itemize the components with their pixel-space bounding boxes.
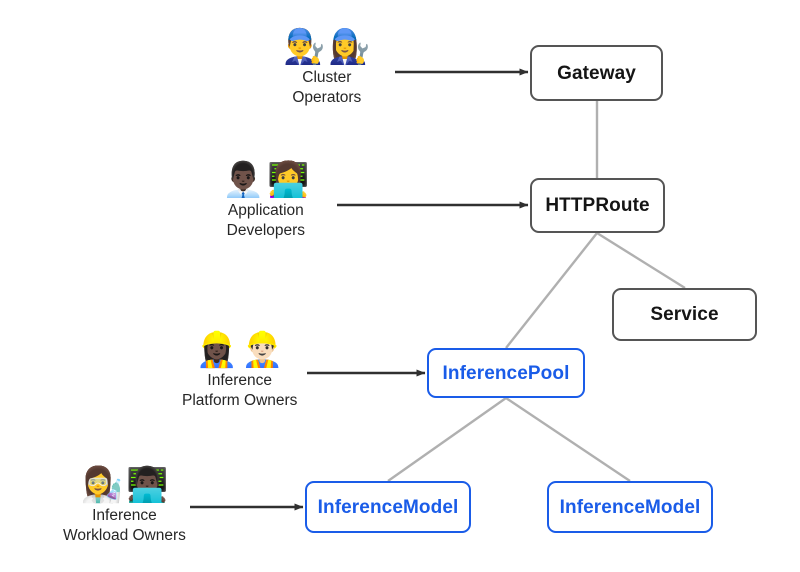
man-construction-worker-icon: 👷🏻‍♂️ [241,330,284,370]
edge-httproute-service [596,231,686,290]
node-label: Service [650,304,719,325]
persona-label-line: Developers [226,221,306,239]
node-httproute[interactable]: HTTPRoute [530,178,665,233]
persona-emoji-group: 👨🏿‍💼👩‍💻 [222,160,310,200]
woman-mechanic-icon: 👩‍🔧 [328,27,371,67]
node-label: Gateway [557,62,636,84]
node-label: InferenceModel [559,496,701,518]
persona-label-line: Inference [207,371,273,389]
edge-inferencepool-inferencemodel-2 [505,397,631,482]
persona-label-line: Application [227,201,304,219]
persona-label-line: Inference [92,506,157,524]
woman-technologist-icon: 👩‍💻 [267,160,310,200]
node-label: InferenceModel [317,496,459,518]
persona-label-line: Workload Owners [63,526,186,544]
persona-label-line: Operators [292,88,362,106]
persona-emoji-group: 👷🏿‍♀️👷🏻‍♂️ [195,330,284,370]
woman-scientist-icon: 👩‍🔬 [80,465,123,505]
persona-arrows [190,68,529,511]
persona-emoji-group: 👨‍🔧👩‍🔧 [283,27,371,67]
node-gateway[interactable]: Gateway [530,45,663,101]
woman-construction-worker-icon: 👷🏿‍♀️ [195,330,239,370]
edge-inferencepool-inferencemodel-1 [387,397,507,482]
persona-emoji-group: 👩‍🔬👨🏿‍💻 [80,465,169,505]
man-office-worker-icon: 👨🏿‍💼 [222,160,265,200]
man-technologist-icon: 👨🏿‍💻 [125,465,169,505]
node-inferencepool[interactable]: InferencePool [427,348,585,398]
node-label: InferencePool [442,362,570,384]
node-inferencemodel1[interactable]: InferenceModel [305,481,471,533]
man-mechanic-icon: 👨‍🔧 [283,27,326,67]
node-label: HTTPRoute [545,195,650,216]
node-service[interactable]: Service [612,288,757,341]
edge-httproute-inferencepool [505,232,598,349]
node-inferencemodel2[interactable]: InferenceModel [547,481,713,533]
persona-label-line: Platform Owners [182,391,298,409]
persona-label-line: Cluster [302,68,352,86]
